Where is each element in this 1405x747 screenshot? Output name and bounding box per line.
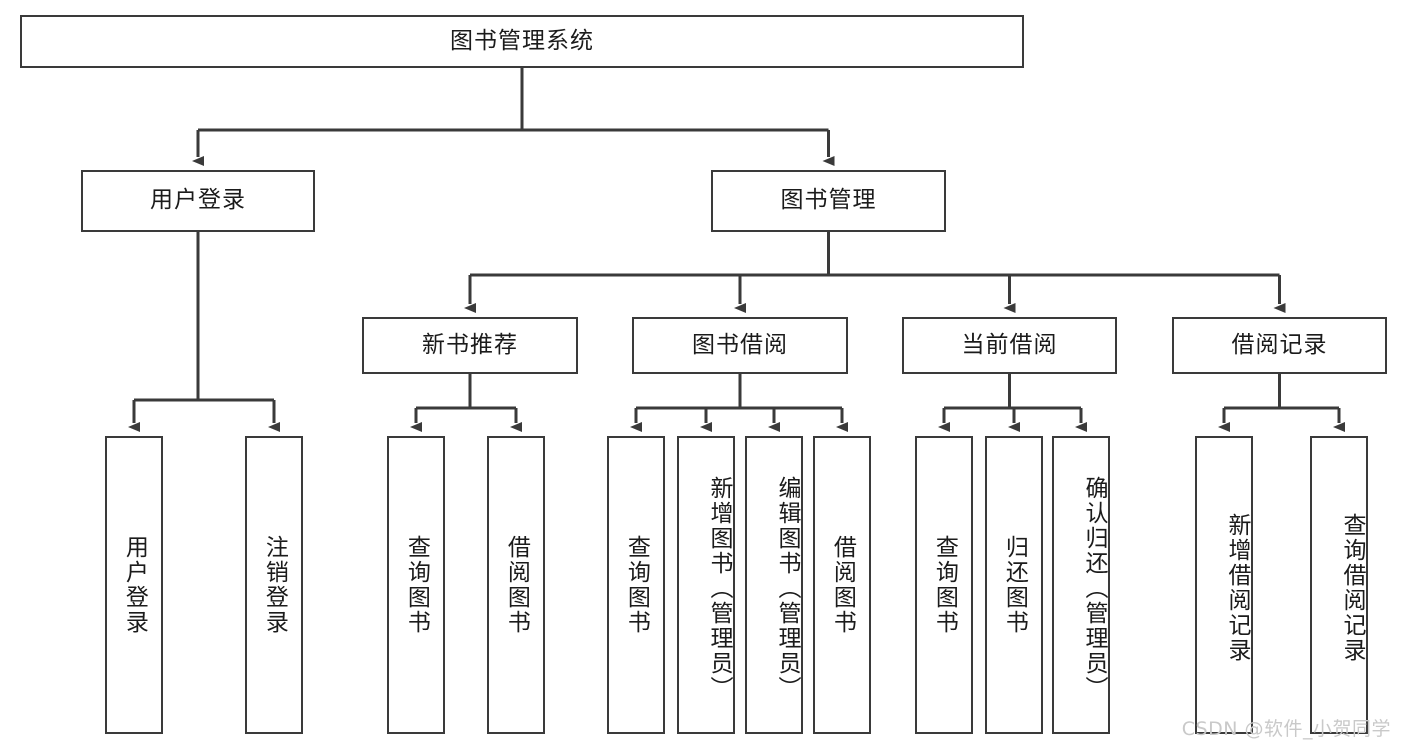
node-leaf-query-book-1[interactable]: 查询图书	[387, 436, 445, 734]
leaf-label: 确认归还（管理员）	[1081, 475, 1107, 701]
node-leaf-user-logout[interactable]: 注销登录	[245, 436, 303, 734]
node-leaf-user-login[interactable]: 用户登录	[105, 436, 163, 734]
node-leaf-confirm-return[interactable]: 确认归还（管理员）	[1052, 436, 1110, 734]
leaf-label: 编辑图书（管理员）	[774, 475, 800, 701]
leaf-label: 查询图书	[931, 535, 958, 635]
node-leaf-query-record[interactable]: 查询借阅记录	[1310, 436, 1368, 734]
leaf-label: 新增图书（管理员）	[706, 475, 732, 701]
node-leaf-add-record[interactable]: 新增借阅记录	[1195, 436, 1253, 734]
watermark: CSDN @软件_小贺同学	[1181, 718, 1391, 740]
node-leaf-add-book[interactable]: 新增图书（管理员）	[677, 436, 735, 734]
leaf-label: 归还图书	[1001, 535, 1028, 635]
leaf-label: 新增借阅记录	[1224, 513, 1250, 663]
node-user-login[interactable]: 用户登录	[81, 170, 315, 232]
node-book-manage[interactable]: 图书管理	[711, 170, 946, 232]
leaf-label: 查询图书	[403, 535, 430, 635]
node-leaf-edit-book[interactable]: 编辑图书（管理员）	[745, 436, 803, 734]
node-leaf-query-book-2[interactable]: 查询图书	[607, 436, 665, 734]
node-current-borrow[interactable]: 当前借阅	[902, 317, 1117, 374]
leaf-label: 用户登录	[121, 535, 148, 635]
node-book-borrow[interactable]: 图书借阅	[632, 317, 848, 374]
leaf-label: 借阅图书	[829, 535, 856, 635]
node-leaf-borrow-book-1[interactable]: 借阅图书	[487, 436, 545, 734]
leaf-label: 借阅图书	[503, 535, 530, 635]
leaf-label: 查询借阅记录	[1339, 513, 1365, 663]
node-leaf-borrow-book-2[interactable]: 借阅图书	[813, 436, 871, 734]
node-leaf-return-book[interactable]: 归还图书	[985, 436, 1043, 734]
node-leaf-query-book-3[interactable]: 查询图书	[915, 436, 973, 734]
node-new-book-rec[interactable]: 新书推荐	[362, 317, 578, 374]
node-borrow-record[interactable]: 借阅记录	[1172, 317, 1387, 374]
leaf-label: 查询图书	[623, 535, 650, 635]
node-root[interactable]: 图书管理系统	[20, 15, 1024, 68]
leaf-label: 注销登录	[261, 535, 288, 635]
